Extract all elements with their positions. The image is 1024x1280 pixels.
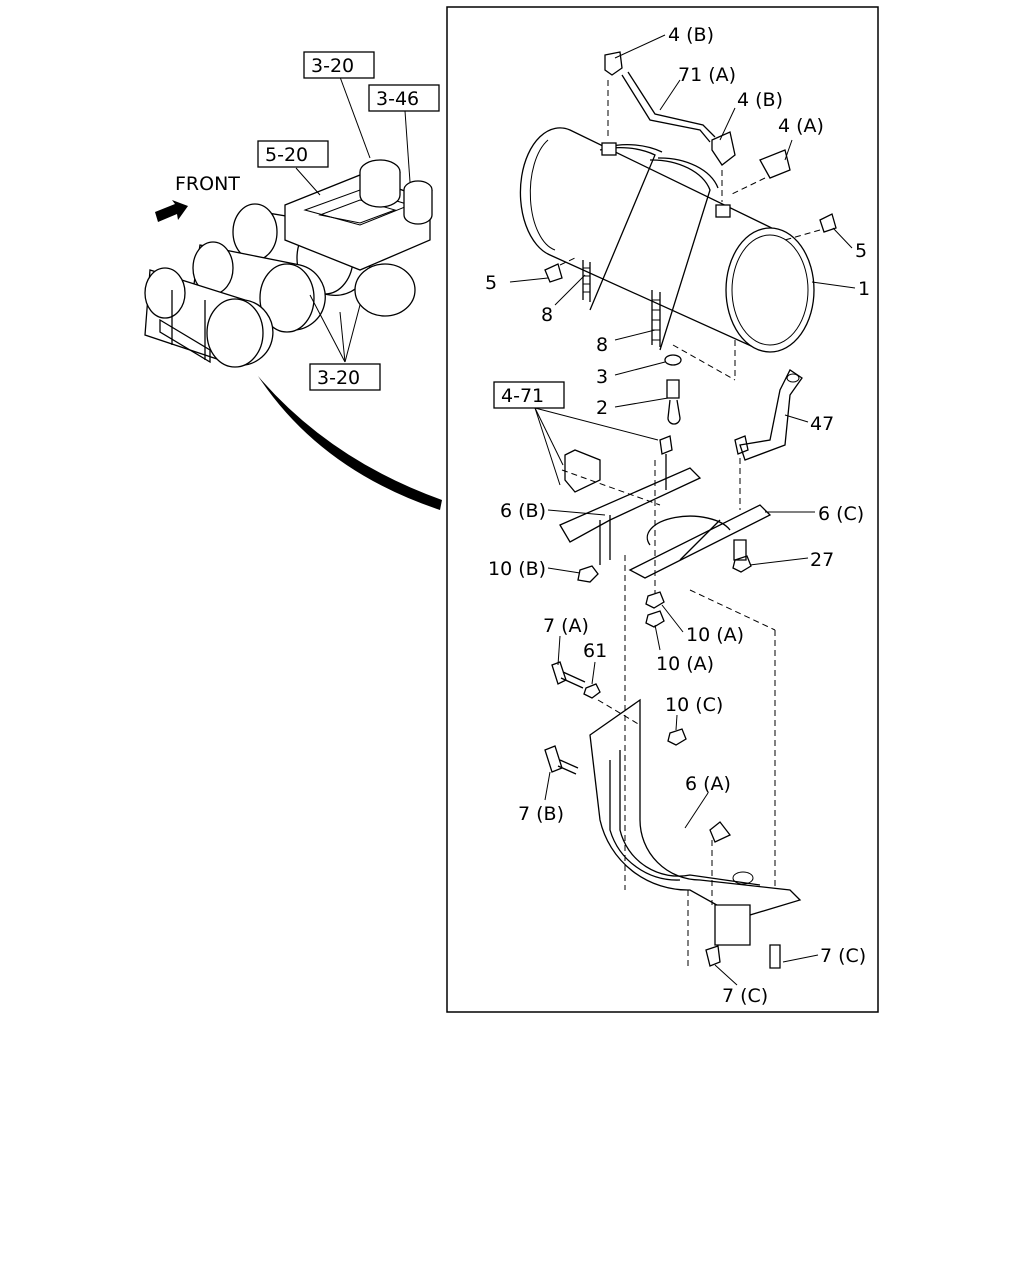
callout-4B-mid: 4 (B)	[737, 89, 783, 111]
callout-8-mid: 8	[596, 334, 608, 356]
svg-text:5-20: 5-20	[265, 144, 308, 166]
callout-8-left: 8	[541, 304, 553, 326]
callout-3: 3	[596, 366, 608, 388]
callout-4B-top: 4 (B)	[668, 24, 714, 46]
callout-6C: 6 (C)	[818, 503, 864, 525]
overview-assembly	[144, 76, 442, 510]
callout-61: 61	[583, 640, 607, 662]
callout-10C: 10 (C)	[665, 694, 723, 716]
ref-box-3-20-bottom[interactable]: 3-20	[309, 363, 381, 391]
ref-box-3-46[interactable]: 3-46	[368, 84, 440, 112]
callout-5-left: 5	[485, 272, 497, 294]
callout-47: 47	[810, 413, 834, 435]
callout-7C-bottom: 7 (C)	[722, 985, 768, 1007]
bracket-47	[739, 369, 803, 461]
svg-text:4-71: 4-71	[501, 385, 544, 407]
callout-6A: 6 (A)	[685, 773, 731, 795]
svg-text:3-46: 3-46	[376, 88, 419, 110]
bracket-6C	[628, 504, 772, 579]
fuel-tank-detail	[519, 51, 837, 425]
callout-10A-2: 10 (A)	[656, 653, 714, 675]
callout-7A: 7 (A)	[543, 615, 589, 637]
callout-5-right: 5	[855, 240, 867, 262]
bracket-6A	[589, 555, 802, 970]
ref-box-4-71[interactable]: 4-71	[493, 381, 565, 409]
callout-7C-right: 7 (C)	[820, 945, 866, 967]
svg-text:3-20: 3-20	[311, 55, 354, 77]
callout-7B: 7 (B)	[518, 803, 564, 825]
front-arrow-icon	[155, 200, 188, 222]
callout-10B: 10 (B)	[488, 558, 546, 580]
ref-box-3-20-top[interactable]: 3-20	[303, 51, 375, 79]
callout-6B: 6 (B)	[500, 500, 546, 522]
callout-71A: 71 (A)	[678, 64, 736, 86]
ref-box-5-20[interactable]: 5-20	[257, 140, 329, 168]
callout-1: 1	[858, 278, 870, 300]
detail-pointer	[258, 376, 442, 510]
front-label: FRONT	[175, 173, 240, 195]
detail-frame	[446, 6, 879, 1013]
callout-27: 27	[810, 549, 834, 571]
svg-text:3-20: 3-20	[317, 367, 360, 389]
callout-4A: 4 (A)	[778, 115, 824, 137]
callout-2: 2	[596, 397, 608, 419]
callout-10A-1: 10 (A)	[686, 624, 744, 646]
bracket-6B	[559, 467, 702, 543]
